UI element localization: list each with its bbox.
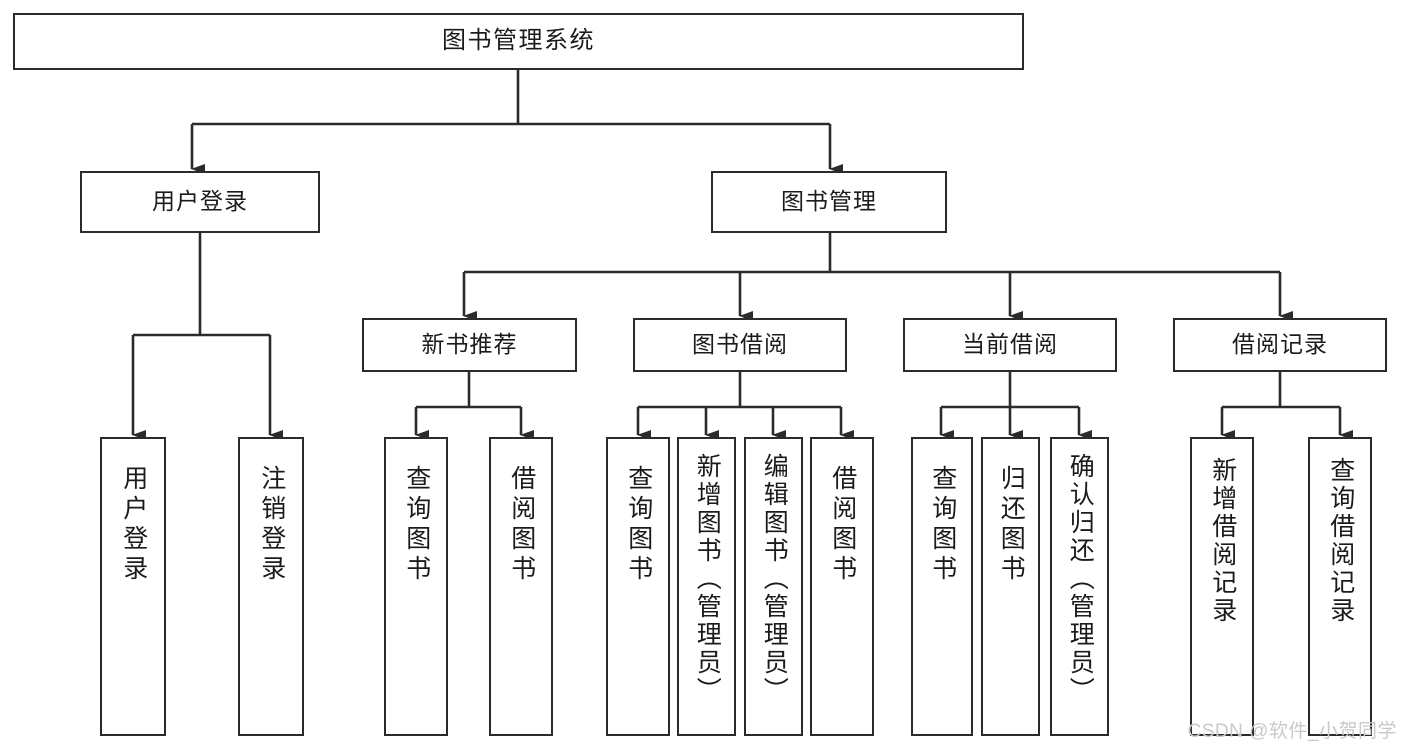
leaf-query-borrow-record[interactable]: 查询借阅记录 [1308,437,1372,736]
node-label: 图书借阅 [692,331,788,358]
leaf-borrow-book-borrow[interactable]: 借阅图书 [810,437,874,736]
node-book-management-system[interactable]: 图书管理系统 [13,13,1024,70]
node-book-borrow[interactable]: 图书借阅 [633,318,847,372]
node-label: 新增借阅记录 [1208,457,1237,625]
node-current-borrow[interactable]: 当前借阅 [903,318,1117,372]
node-label: 新书推荐 [421,331,518,358]
leaf-confirm-return[interactable]: 确认归还（管理员） [1050,437,1109,736]
node-label: 编辑图书（管理员） [760,453,789,705]
leaf-borrow-book-recommend[interactable]: 借阅图书 [489,437,553,736]
leaf-edit-book[interactable]: 编辑图书（管理员） [744,437,803,736]
node-label: 注销登录 [257,465,286,585]
node-label: 归还图书 [997,465,1026,585]
leaf-query-book-current[interactable]: 查询图书 [911,437,973,736]
node-label: 用户登录 [119,465,148,585]
leaf-logout-login[interactable]: 注销登录 [238,437,304,736]
node-label: 查询图书 [624,465,653,585]
csdn-watermark: CSDN @软件_小贺同学 [1187,721,1397,742]
node-label: 查询借阅记录 [1326,457,1355,625]
node-label: 查询图书 [928,465,957,585]
leaf-query-book-recommend[interactable]: 查询图书 [384,437,448,736]
node-borrow-record[interactable]: 借阅记录 [1173,318,1387,372]
leaf-query-book-borrow[interactable]: 查询图书 [606,437,670,736]
node-label: 查询图书 [402,465,431,585]
node-label: 用户登录 [152,188,248,215]
node-label: 借阅图书 [828,465,857,585]
node-label: 确认归还（管理员） [1066,453,1095,705]
node-book-manage[interactable]: 图书管理 [711,171,947,233]
leaf-user-login[interactable]: 用户登录 [100,437,166,736]
node-user-login[interactable]: 用户登录 [80,171,320,233]
leaf-add-borrow-record[interactable]: 新增借阅记录 [1190,437,1254,736]
node-label: 借阅图书 [507,465,536,585]
leaf-add-book[interactable]: 新增图书（管理员） [677,437,736,736]
node-label: 当前借阅 [962,331,1058,358]
leaf-return-book[interactable]: 归还图书 [981,437,1040,736]
node-label: 借阅记录 [1232,331,1328,358]
node-label: 新增图书（管理员） [693,453,722,705]
node-label: 图书管理系统 [442,27,595,55]
node-label: 图书管理 [781,188,877,215]
node-new-book-recommend[interactable]: 新书推荐 [362,318,577,372]
